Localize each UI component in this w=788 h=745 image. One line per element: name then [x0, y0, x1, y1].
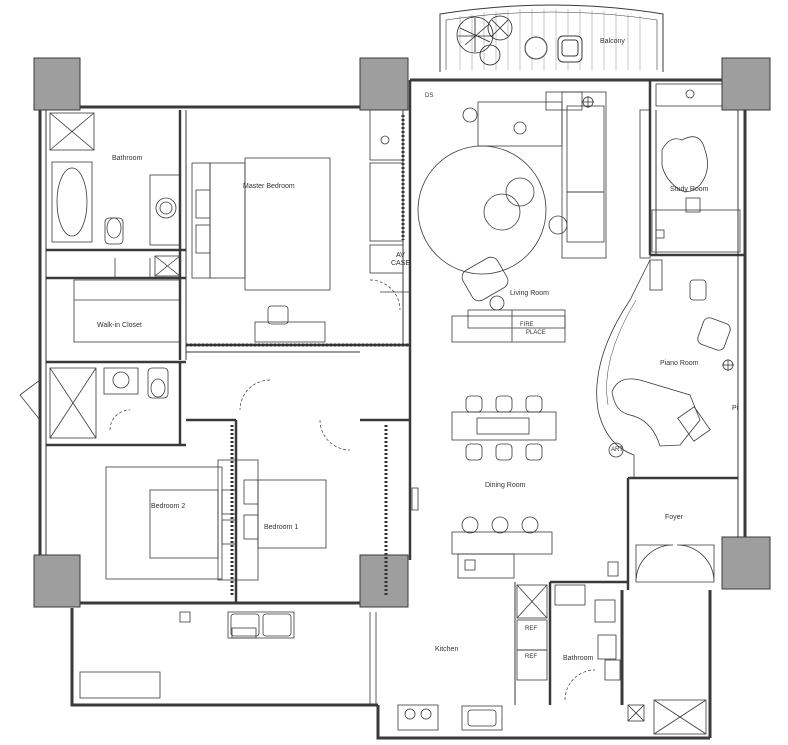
bathtub	[51, 161, 93, 243]
study-furniture	[639, 83, 741, 259]
walk-in-closet-cabinets	[73, 258, 181, 343]
structural-columns	[33, 57, 771, 608]
grand-piano	[611, 378, 701, 447]
lounge-chair	[461, 256, 509, 302]
label-pi: Pi	[732, 405, 739, 412]
dining-furniture	[411, 395, 557, 511]
label-piano-room: Piano Room	[660, 360, 699, 367]
label-bathroom: Bathroom	[112, 155, 143, 162]
sofa	[561, 91, 607, 259]
bedroom1-furniture	[243, 479, 327, 549]
sink	[155, 197, 177, 219]
sink	[103, 367, 139, 395]
label-walk-in-closet: Walk-in Closet	[97, 322, 142, 329]
balcony-area	[439, 4, 664, 72]
label-art: ART	[611, 447, 623, 453]
side-table	[548, 215, 568, 235]
label-ref-1: REF	[525, 626, 537, 632]
kitchen-sink	[461, 705, 503, 731]
balcony-table	[524, 36, 548, 60]
label-fire-place-1: FIRE	[520, 322, 534, 328]
master-bed	[191, 109, 404, 343]
door-swings	[109, 279, 596, 701]
label-av-case-2: CASE	[391, 260, 411, 267]
living-rug	[417, 145, 547, 275]
bottom-bathroom-fixtures	[554, 584, 707, 735]
art-marker	[608, 442, 624, 458]
label-bedroom-1: Bedroom 1	[264, 524, 299, 531]
dining-table	[451, 411, 557, 441]
laundry-fixtures	[79, 611, 377, 705]
label-dining-room: Dining Room	[485, 482, 526, 489]
label-ds: DS	[425, 93, 434, 99]
entry-door	[635, 544, 715, 583]
vanity	[149, 174, 181, 246]
side-door	[19, 379, 41, 421]
toilet	[147, 367, 169, 399]
kitchen-island	[451, 531, 553, 555]
label-foyer: Foyer	[665, 514, 683, 521]
refrigerator	[516, 584, 548, 619]
label-master-bedroom: Master Bedroom	[243, 183, 295, 190]
piano-room-furniture	[596, 259, 734, 478]
label-ref-2: REF	[525, 654, 537, 660]
label-balcony: Balcony	[600, 38, 625, 45]
fireplace	[451, 315, 566, 343]
master-bathroom-fixtures	[49, 112, 181, 277]
bedroom2-furniture	[105, 459, 259, 581]
living-room-furniture	[417, 91, 607, 343]
label-bedroom-2: Bedroom 2	[151, 503, 186, 510]
exterior-walls	[38, 78, 747, 740]
label-fire-place-2: PLACE	[526, 330, 546, 336]
label-kitchen: Kitchen	[435, 646, 459, 653]
second-bathroom-fixtures	[49, 367, 169, 439]
desk	[651, 209, 741, 253]
stove	[397, 704, 439, 731]
label-bathroom-2: Bathroom	[563, 655, 594, 662]
label-study-room: Study Room	[670, 186, 709, 193]
label-av-case-1: AV	[396, 252, 405, 259]
kitchen-fixtures	[397, 516, 619, 731]
piano-room-curved-wall	[596, 259, 651, 478]
label-living-room: Living Room	[510, 290, 549, 297]
plant-icon	[456, 15, 513, 66]
